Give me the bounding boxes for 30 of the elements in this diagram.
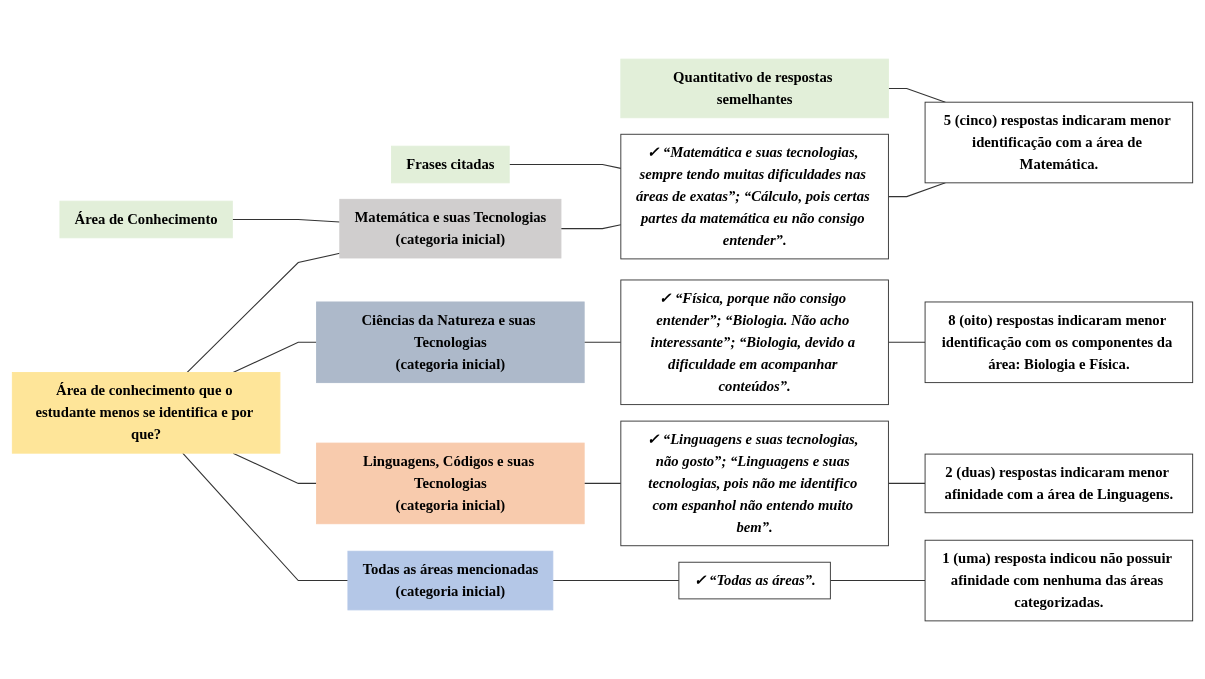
connector bbox=[231, 218, 341, 223]
node-box: Área de conhecimento que o estudante menos se identifica e por que? bbox=[11, 371, 281, 454]
node-box: 1 (uma) resposta indicou não possuir afinidade com nenhuma das áreas categorizadas. bbox=[924, 539, 1194, 621]
node-box: ✓ “Física, porque não consigo entender”; “Biologia. Não acho interessante”; “Biologia, devido a dificuldade em acompanhar conteúdos”. bbox=[620, 279, 889, 405]
connector bbox=[560, 223, 622, 229]
node-box: Ciências da Natureza e suas Tecnologias (categoria inicial) bbox=[316, 301, 585, 383]
connector bbox=[232, 341, 318, 373]
connector bbox=[829, 579, 926, 581]
connector bbox=[583, 341, 622, 343]
node-box: Quantitativo de respostas semelhantes bbox=[620, 58, 889, 118]
connector bbox=[887, 482, 926, 484]
connector bbox=[887, 341, 926, 343]
connector bbox=[887, 181, 946, 197]
connector bbox=[508, 163, 622, 169]
connector bbox=[186, 252, 341, 373]
connector bbox=[552, 579, 680, 581]
node-box: Matemática e suas Tecnologias (categoria inicial) bbox=[339, 198, 562, 258]
node-box: Todas as áreas mencionadas (categoria inicial) bbox=[347, 550, 554, 610]
node-box: Linguagens, Códigos e suas Tecnologias (categoria inicial) bbox=[316, 442, 585, 524]
node-box: 8 (oito) respostas indicaram menor identificação com os componentes da área: Biologia e Física. bbox=[924, 301, 1194, 383]
node-box: 5 (cinco) respostas indicaram menor identificação com a área de Matemática. bbox=[924, 101, 1194, 183]
connector bbox=[182, 452, 349, 581]
node-box: ✓ “Todas as áreas”. bbox=[678, 561, 831, 599]
node-box: ✓ “Matemática e suas tecnologias, sempre tendo muitas dificuldades nas áreas de exatas”; “Cálculo, pois certas partes da matemática eu não consigo entender”. bbox=[620, 133, 889, 259]
node-box: Frases citadas bbox=[391, 145, 510, 183]
connector bbox=[583, 482, 622, 484]
node-box: 2 (duas) respostas indicaram menor afinidade com a área de Linguagens. bbox=[924, 453, 1194, 513]
node-box: ✓ “Linguagens e suas tecnologias, não gosto”; “Linguagens e suas tecnologias, pois não me identifico com espanhol não entendo muito bem”. bbox=[620, 420, 889, 546]
connector bbox=[232, 452, 318, 484]
node-box: Área de Conhecimento bbox=[59, 200, 233, 238]
